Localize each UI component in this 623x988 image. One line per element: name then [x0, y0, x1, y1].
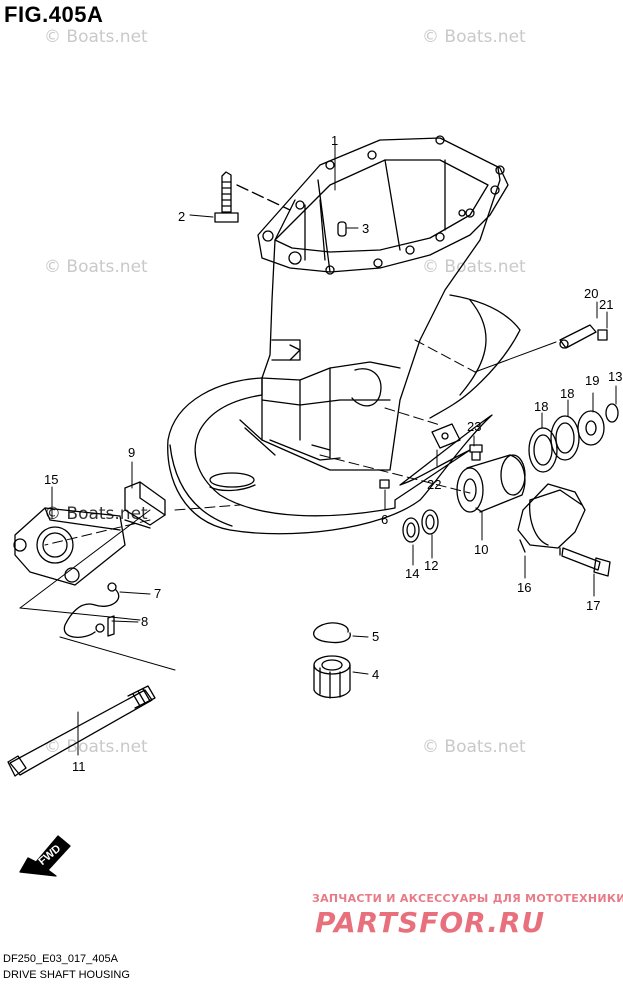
forward-direction-arrow: FWD — [19, 835, 71, 877]
holder-part — [517, 483, 586, 556]
model-code: DF250_E03_017_405A — [3, 953, 118, 965]
callout-label: 11 — [72, 759, 86, 774]
bracket-part — [13, 507, 126, 586]
ring-part — [402, 509, 439, 543]
callout-label: 16 — [517, 580, 531, 595]
pin-part — [559, 324, 608, 349]
callout-label: 9 — [128, 445, 135, 460]
bolt-part — [214, 171, 291, 223]
callout-label: 12 — [424, 558, 438, 573]
wire-clamp-part — [63, 582, 120, 638]
promo-logo-text: PARTSFOR.RU — [315, 906, 546, 939]
callout-label: 22 — [427, 477, 441, 492]
screw-part — [379, 479, 390, 489]
drive-shaft-housing-part — [167, 135, 521, 535]
drive-shaft-part — [7, 685, 156, 777]
callout-label: 19 — [585, 373, 599, 388]
assembly-lines — [44, 339, 476, 546]
promo-tagline: ЗАПЧАСТИ И АКСЕССУАРЫ ДЛЯ МОТОТЕХНИКИ — [312, 892, 623, 905]
watermark: © Boats.net — [44, 27, 148, 47]
callout-label: 10 — [474, 542, 488, 557]
figure-title: FIG.405A — [4, 2, 104, 27]
callout-label: 8 — [141, 614, 148, 629]
callout-label: 17 — [586, 598, 600, 613]
block-part — [124, 481, 166, 529]
callout-label: 6 — [381, 512, 388, 527]
callout-label: 13 — [608, 369, 622, 384]
outline-lines — [19, 341, 557, 671]
callout-label: 23 — [467, 419, 481, 434]
watermark: © Boats.net — [422, 737, 526, 757]
bushing-part — [456, 454, 526, 513]
callout-label: 3 — [362, 221, 369, 236]
callout-label: 1 — [331, 133, 338, 148]
callout-label: 14 — [405, 566, 419, 581]
nut-part — [313, 655, 351, 699]
watermark: © Boats.net — [422, 27, 526, 47]
callout-label: 7 — [154, 586, 161, 601]
callout-label: 2 — [178, 209, 185, 224]
callout-label: 18 — [534, 399, 548, 414]
callout-label: 20 — [584, 286, 598, 301]
watermark: © Boats.net — [422, 257, 526, 277]
bolt-part — [561, 547, 611, 577]
watermark: © Boats.net — [44, 257, 148, 277]
snap-ring-part — [313, 622, 351, 644]
callout-label: 4 — [372, 667, 379, 682]
washer-part — [528, 403, 619, 473]
callout-label: 5 — [372, 629, 379, 644]
callout-label: 21 — [599, 297, 613, 312]
callout-label: 15 — [44, 472, 58, 487]
leader-lines — [51, 144, 617, 756]
callout-labels: 1 2 3 4 5 6 7 8 9 10 11 12 13 14 15 16 1… — [44, 133, 622, 774]
section-name: DRIVE SHAFT HOUSING — [3, 969, 130, 981]
callout-label: 18 — [560, 386, 574, 401]
watermark: © Boats.net — [44, 737, 148, 757]
plate-part — [431, 423, 483, 461]
